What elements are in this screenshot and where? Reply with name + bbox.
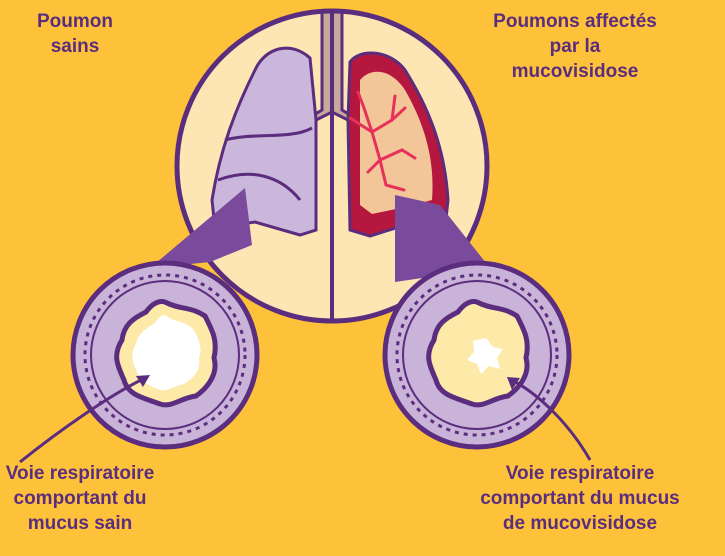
healthy-airway-label: Voie respiratoire comportant du mucus sa… [0,461,250,536]
cf-lung-text: Poumons affectés par la mucovisidose [455,9,695,84]
cf-lung-label: Poumons affectés par la mucovisidose [455,9,695,84]
healthy-lung-label: Poumon sains [5,9,145,59]
healthy-airway-text: Voie respiratoire comportant du mucus sa… [0,461,250,536]
cf-airway-text: Voie respiratoire comportant du mucus de… [425,461,725,536]
cf-airway-label: Voie respiratoire comportant du mucus de… [425,461,725,536]
healthy-airway-magnifier [73,188,257,447]
cf-airway-magnifier [385,195,569,447]
healthy-lung-text: Poumon sains [5,9,145,59]
